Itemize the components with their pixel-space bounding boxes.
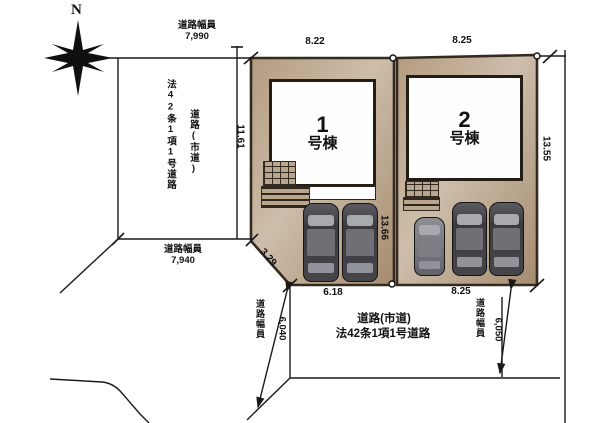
car-roof <box>493 228 520 250</box>
left-road-law-text: 法42条1項1号道路 <box>165 79 176 190</box>
car-windshield <box>457 214 482 225</box>
building-1-entrance-steps <box>261 186 310 208</box>
car-roof <box>346 229 374 256</box>
left-road-width-value: 7,940 <box>171 255 195 266</box>
compass-north-label: N <box>71 2 82 18</box>
building-2-number: 2 <box>458 107 471 132</box>
bottom-road-width-right-label: 道路幅員 <box>475 298 485 338</box>
lot2-parked-car-2 <box>489 202 524 276</box>
car-windshield <box>308 215 334 226</box>
bottom-road-width-right-value: 6,050 <box>492 317 504 342</box>
car-windshield <box>419 225 440 235</box>
lot1-top-dimension: 8.22 <box>305 36 325 47</box>
car-rear-window <box>419 261 440 269</box>
bottom-road-type-text: 道路(市道) <box>357 313 411 325</box>
lot2-bottom-dimension: 8.25 <box>451 286 471 297</box>
lot1-right-dimension: 13.66 <box>378 214 390 241</box>
building-1-suffix: 号棟 <box>307 135 338 152</box>
left-road-type-text: 道路(市道) <box>188 109 199 175</box>
lot1-left-dimension: 11.61 <box>234 124 246 149</box>
top-road-width-value: 7,990 <box>185 31 209 42</box>
lot2-top-dimension: 8.25 <box>452 35 472 46</box>
building-2: 2 号棟 <box>406 75 523 181</box>
car-rear-window <box>308 263 334 273</box>
lot1-parked-car-1 <box>303 203 339 282</box>
lot2-right-dimension: 13.55 <box>540 135 552 162</box>
car-windshield <box>347 215 373 226</box>
car-rear-window <box>494 257 519 267</box>
building-2-suffix: 号棟 <box>449 130 480 147</box>
car-roof <box>307 229 335 256</box>
car-roof <box>418 238 441 257</box>
car-roof <box>456 228 483 250</box>
top-road-width-label: 道路幅員 <box>177 20 216 31</box>
building-1-porch <box>263 161 296 186</box>
left-road-width-label: 道路幅員 <box>163 244 202 255</box>
building-2-porch <box>405 181 439 198</box>
compass-rose-icon <box>44 20 113 96</box>
building-1-number: 1 <box>316 112 329 137</box>
lot1-parked-car-2 <box>342 203 378 282</box>
lot1-bottom-dimension: 6.18 <box>323 287 343 298</box>
width-arrows <box>256 278 517 409</box>
car-windshield <box>494 214 519 225</box>
lot2-parked-car-1 <box>452 202 487 276</box>
bottom-road-law-text: 法42条1項1号道路 <box>335 328 431 340</box>
corner-markers <box>388 52 541 288</box>
bottom-road-width-left-value: 6,040 <box>276 316 288 341</box>
bottom-road-width-left-label: 道路幅員 <box>255 299 265 339</box>
car-rear-window <box>347 263 373 273</box>
lot2-parked-van <box>414 217 445 276</box>
car-rear-window <box>457 257 482 267</box>
building-2-entrance-steps <box>403 197 440 211</box>
